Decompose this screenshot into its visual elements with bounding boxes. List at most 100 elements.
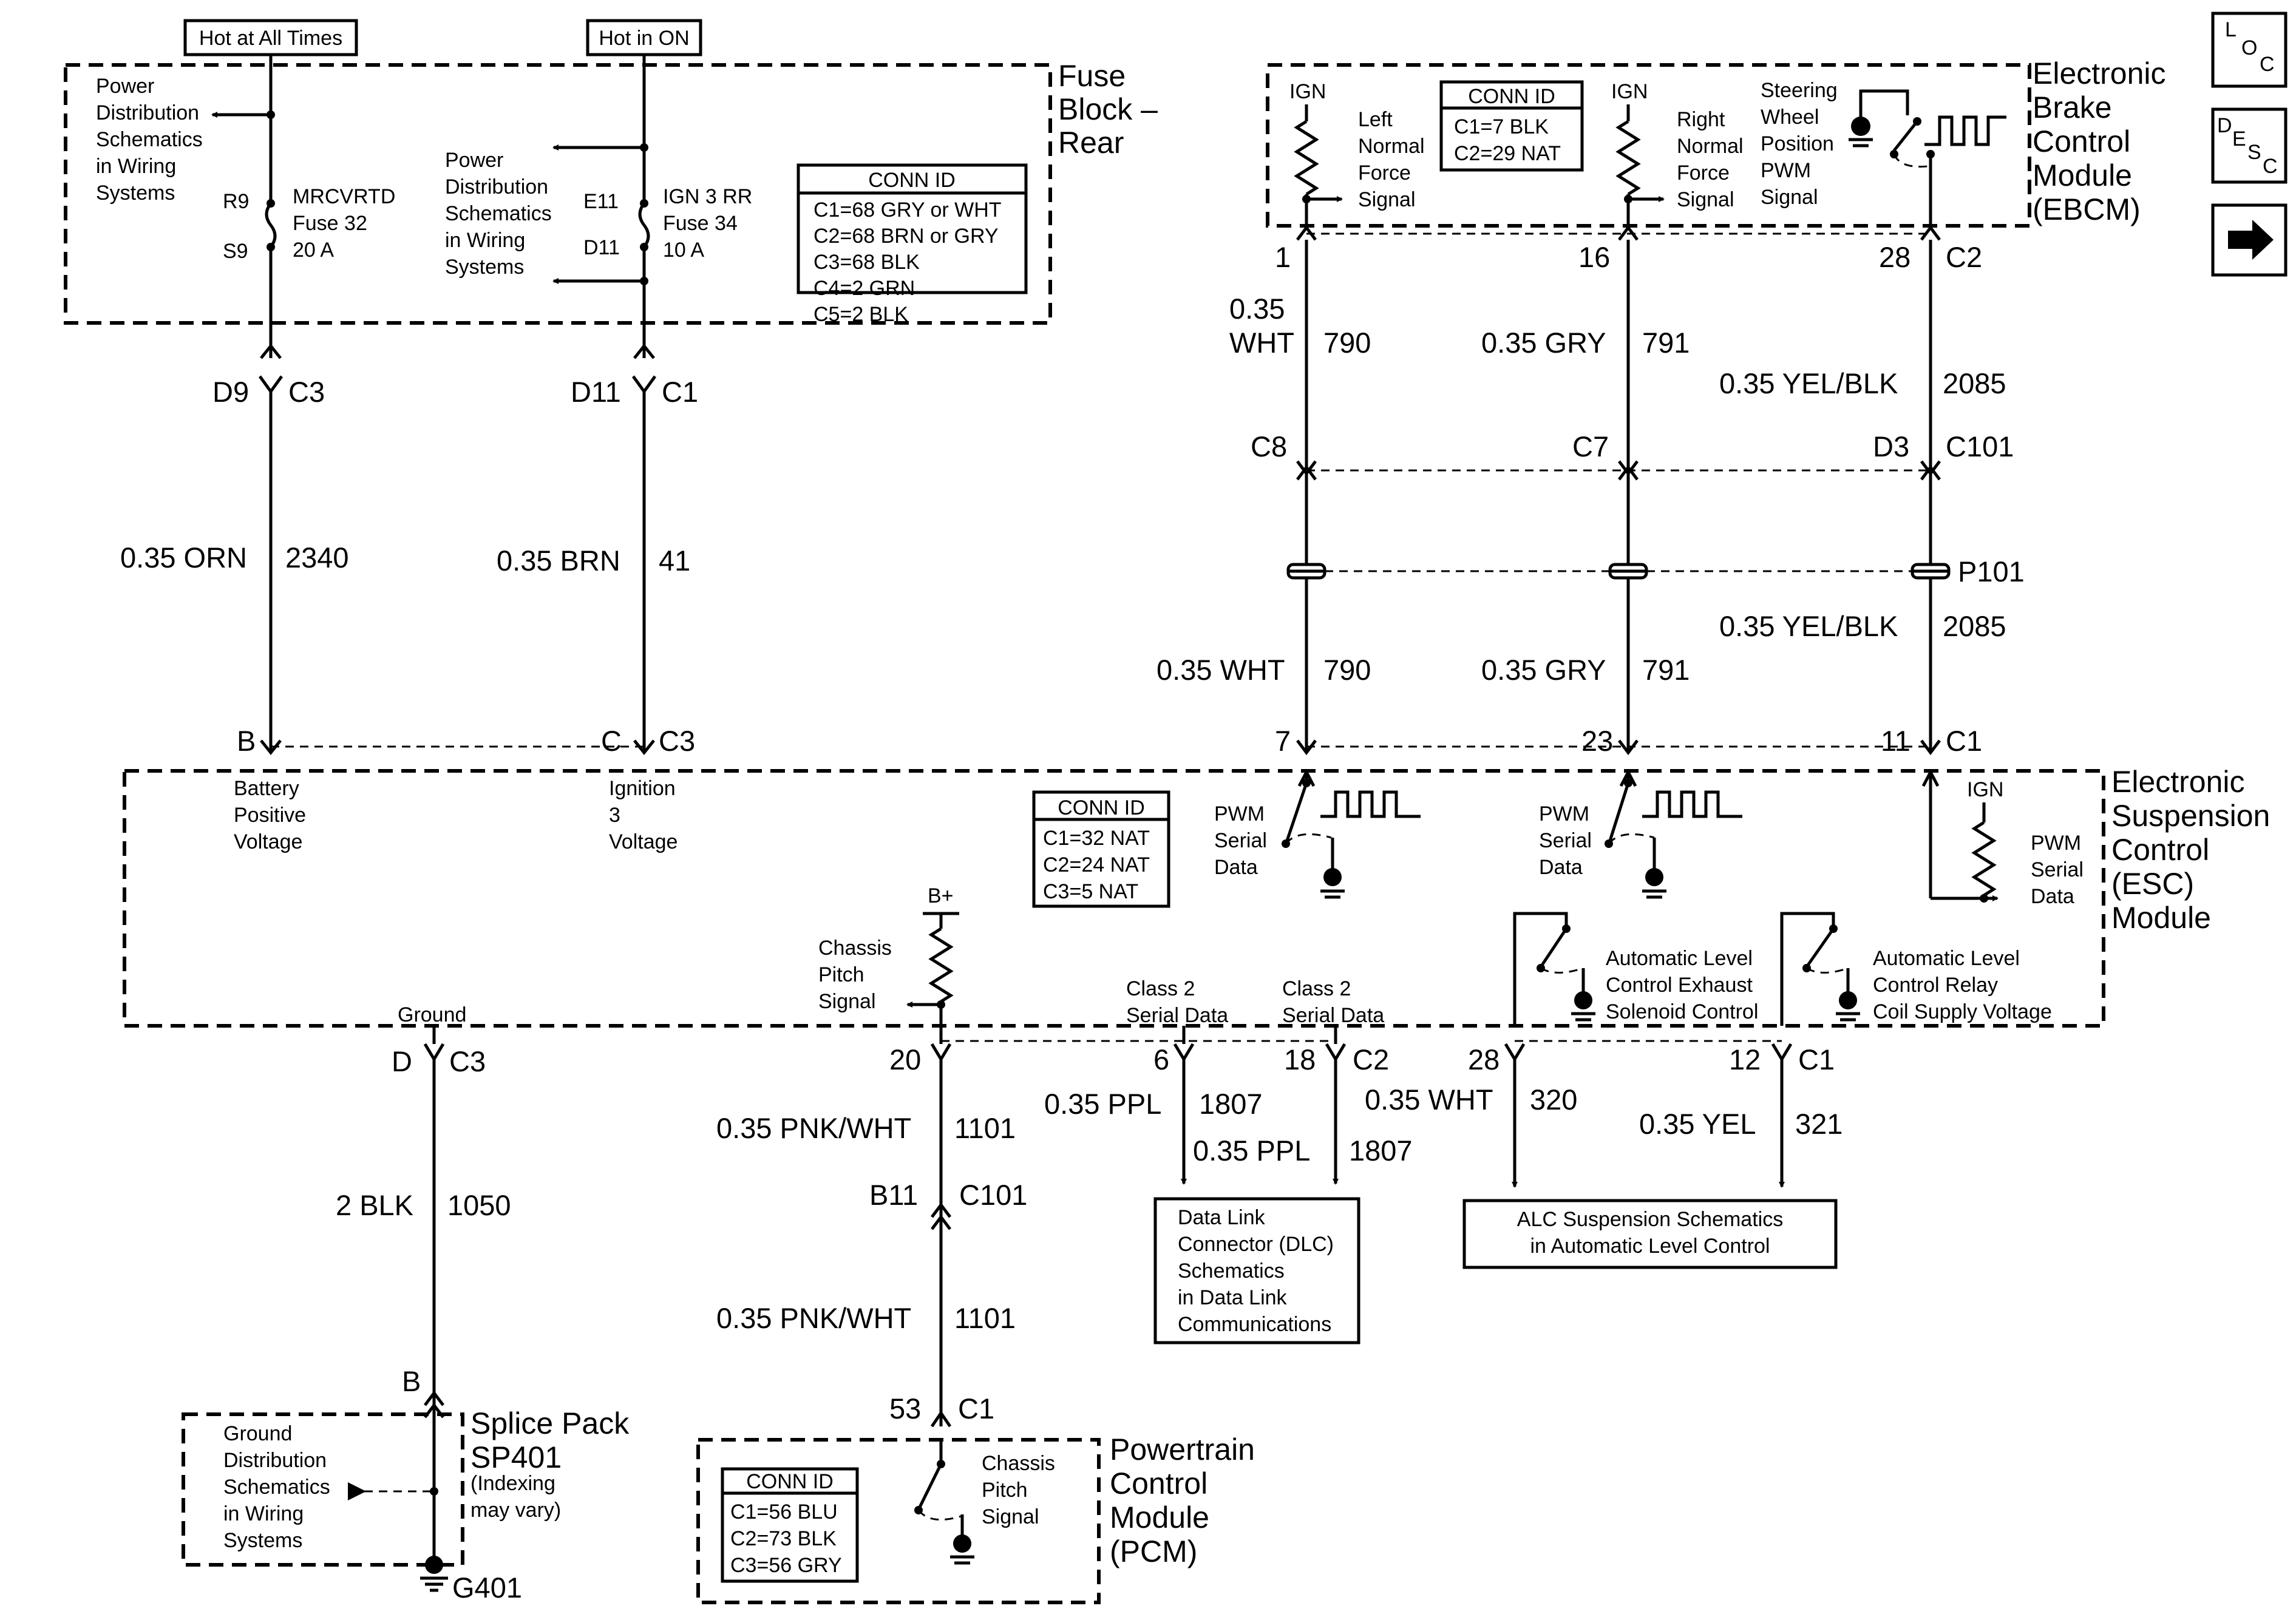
svg-text:B: B (402, 1365, 421, 1397)
svg-text:C2: C2 (1946, 241, 1982, 273)
svg-text:Hot in ON: Hot in ON (599, 27, 689, 50)
svg-text:IGN: IGN (1611, 80, 1648, 103)
svg-text:28: 28 (1468, 1043, 1500, 1076)
wire-790-lower: 0.35 WHT 790 (1156, 654, 1371, 686)
svg-text:D3: D3 (1873, 430, 1909, 463)
svg-text:C7: C7 (1572, 430, 1609, 463)
svg-text:Hot at All Times: Hot at All Times (199, 27, 342, 50)
svg-text:1807: 1807 (1199, 1088, 1263, 1120)
svg-text:6: 6 (1153, 1043, 1169, 1076)
svg-text:0.35 GRY: 0.35 GRY (1481, 654, 1606, 686)
wire-791-lower: 0.35 GRY 791 (1481, 654, 1690, 686)
svg-text:P101: P101 (1958, 555, 2025, 588)
wire-791: 0.35 GRY 791 (1481, 327, 1690, 359)
loc-button[interactable]: L O C (2211, 12, 2288, 88)
ground-g401: G401 (420, 1556, 522, 1604)
svg-text:R9: R9 (223, 190, 249, 213)
wire-321: 0.35 YEL 321 (1639, 1108, 1843, 1140)
desc-button[interactable]: D E S C (2211, 107, 2288, 184)
esc-connector-c2-bottom: 20 6 18 C2 (889, 1026, 1389, 1076)
svg-text:0.35 ORN: 0.35 ORN (120, 541, 247, 574)
pcm-connector-c1: 53 C1 (889, 1392, 994, 1428)
svg-text:CONN ID: CONN ID (1468, 85, 1555, 108)
svg-text:E: E (2232, 127, 2246, 151)
svg-text:790: 790 (1323, 327, 1371, 359)
esc-connector-c1-top: 7 23 11 C1 (1275, 725, 1982, 757)
svg-text:321: 321 (1795, 1108, 1843, 1140)
svg-text:53: 53 (889, 1392, 921, 1425)
hot-at-all-times-label: Hot at All Times (183, 19, 358, 65)
wire-1050: 2 BLK 1050 (336, 1189, 511, 1221)
svg-text:320: 320 (1530, 1083, 1577, 1116)
svg-text:C1: C1 (662, 376, 698, 408)
svg-text:0.35 BRN: 0.35 BRN (497, 544, 620, 577)
right-arrow-icon (2228, 220, 2274, 260)
svg-text:D11: D11 (571, 376, 621, 408)
svg-text:7: 7 (1275, 725, 1291, 757)
svg-text:in Automatic Level Control: in Automatic Level Control (1530, 1235, 1770, 1258)
svg-text:C3: C3 (449, 1045, 486, 1077)
svg-text:790: 790 (1323, 654, 1371, 686)
svg-text:1101: 1101 (954, 1112, 1016, 1144)
svg-text:0.35 PPL: 0.35 PPL (1193, 1134, 1310, 1167)
wire-2340: 0.35 ORN 2340 (120, 541, 349, 574)
svg-text:S9: S9 (223, 240, 248, 263)
svg-text:D: D (2217, 114, 2232, 137)
svg-text:D11: D11 (583, 236, 620, 259)
svg-text:IGN: IGN (1967, 778, 2003, 801)
svg-text:CONN ID: CONN ID (868, 169, 956, 192)
wire-1807: 0.35 PPL 1807 0.35 PPL 1807 (1044, 1088, 1413, 1167)
svg-text:C1: C1 (958, 1392, 994, 1425)
svg-text:11: 11 (1881, 725, 1911, 757)
inline-connector-c101-upper: C8 C7 D3 C101 (1251, 430, 2014, 481)
svg-text:O: O (2241, 36, 2257, 59)
wire-1101: 0.35 PNK/WHT 1101 (716, 1112, 1016, 1144)
svg-text:2085: 2085 (1943, 610, 2006, 642)
connector-d9-c3: D9 C3 (212, 343, 325, 753)
svg-text:0.35 WHT: 0.35 WHT (1156, 654, 1285, 686)
svg-text:B: B (237, 725, 256, 757)
connector-d11-c1: D11 C1 (571, 343, 698, 753)
next-button[interactable] (2211, 203, 2288, 277)
svg-text:2340: 2340 (285, 541, 349, 574)
svg-text:B+: B+ (928, 884, 954, 907)
hot-in-on-label: Hot in ON (586, 19, 702, 65)
svg-text:12: 12 (1729, 1043, 1761, 1076)
alc-suspension-schematics-reference[interactable]: ALC Suspension Schematics in Automatic L… (1462, 1199, 1838, 1269)
svg-text:D9: D9 (212, 376, 249, 408)
svg-text:C3: C3 (659, 725, 695, 757)
svg-text:C2: C2 (1353, 1043, 1389, 1076)
svg-text:791: 791 (1642, 654, 1690, 686)
